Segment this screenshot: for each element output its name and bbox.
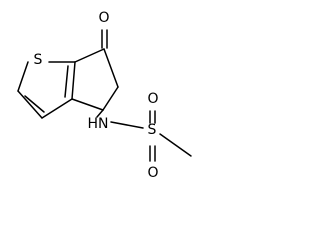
bond-c3a-c6a-inner bbox=[64, 65, 69, 98]
bond-c6a-c6 bbox=[74, 48, 105, 63]
sulfonyl-oxygen-top-label: O bbox=[147, 91, 158, 107]
bond-c5-c4 bbox=[102, 86, 119, 111]
bond-c2-c3 bbox=[17, 90, 43, 119]
sulfonyl-sulfur-label: S bbox=[148, 122, 157, 138]
bond-c4-c3a bbox=[71, 98, 104, 111]
bond-n-s bbox=[110, 121, 144, 129]
ketone-oxygen-label: O bbox=[98, 10, 109, 26]
bond-c6-c5 bbox=[103, 48, 119, 88]
bonds bbox=[17, 29, 192, 162]
bond-s-c2 bbox=[17, 61, 29, 92]
structural-formula: O S HN S O O bbox=[17, 10, 192, 181]
bond-c3-c3a bbox=[41, 98, 73, 119]
ring-sulfur-label: S bbox=[34, 52, 43, 68]
amine-label: HN bbox=[88, 116, 109, 132]
bond-c4-n bbox=[96, 109, 104, 118]
bond-s-methyl bbox=[159, 133, 192, 157]
atom-labels: O S HN S O O bbox=[34, 10, 159, 181]
bond-c2-c3-inner bbox=[24, 95, 45, 113]
sulfonyl-oxygen-bottom-label: O bbox=[147, 165, 158, 181]
bond-c3a-c6a bbox=[71, 61, 76, 100]
